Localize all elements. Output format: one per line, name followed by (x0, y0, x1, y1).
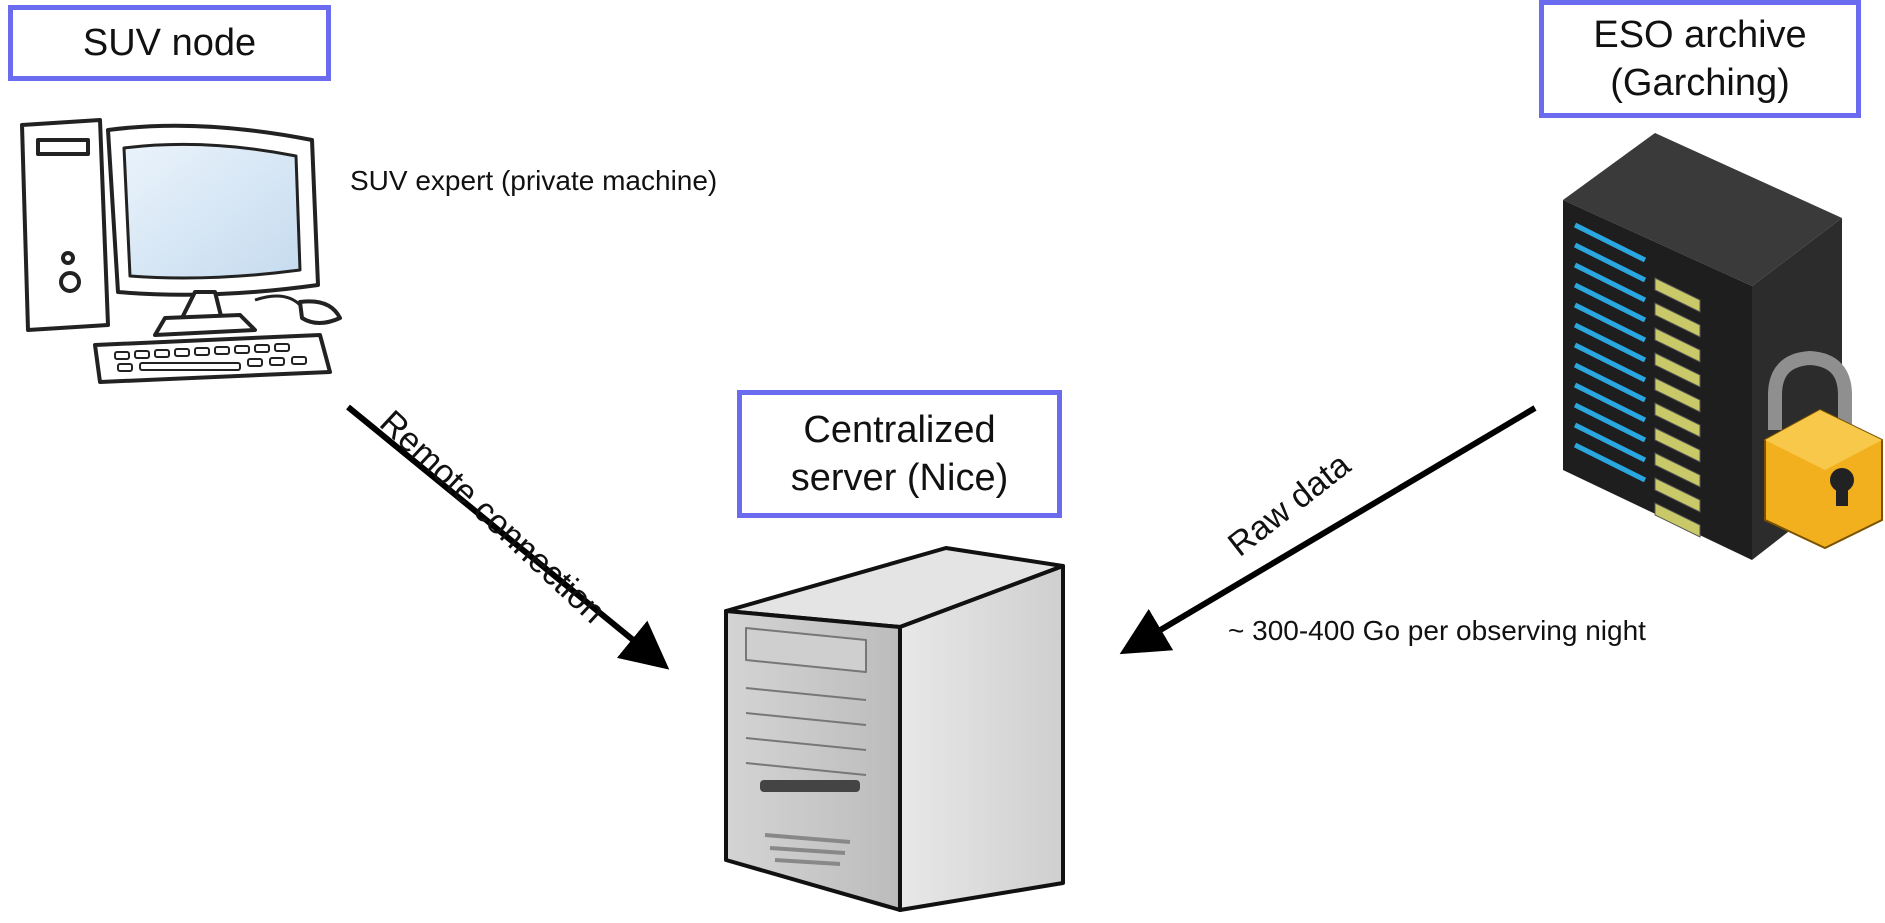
locked-server-rack-icon (1563, 133, 1883, 560)
suv-expert-note: SUV expert (private machine) (350, 165, 718, 196)
tower-server-icon (724, 546, 1065, 912)
suv-node-title: SUV node (82, 22, 257, 64)
suv-node-box: SUV node (8, 5, 331, 81)
eso-archive-title: ESO archive (1593, 14, 1807, 56)
central-server-location: server (Nice) (790, 457, 1009, 499)
raw-data-arrow (1119, 405, 1537, 655)
data-volume-note: ~ 300-400 Go per observing night (1228, 615, 1646, 646)
central-server-title: Centralized (803, 409, 996, 451)
central-server-box: Centralized server (Nice) (737, 390, 1062, 518)
eso-archive-location: (Garching) (1610, 62, 1790, 104)
eso-archive-box: ESO archive (Garching) (1539, 0, 1861, 118)
remote-connection-arrow (346, 404, 670, 670)
desktop-computer-icon (20, 118, 342, 384)
